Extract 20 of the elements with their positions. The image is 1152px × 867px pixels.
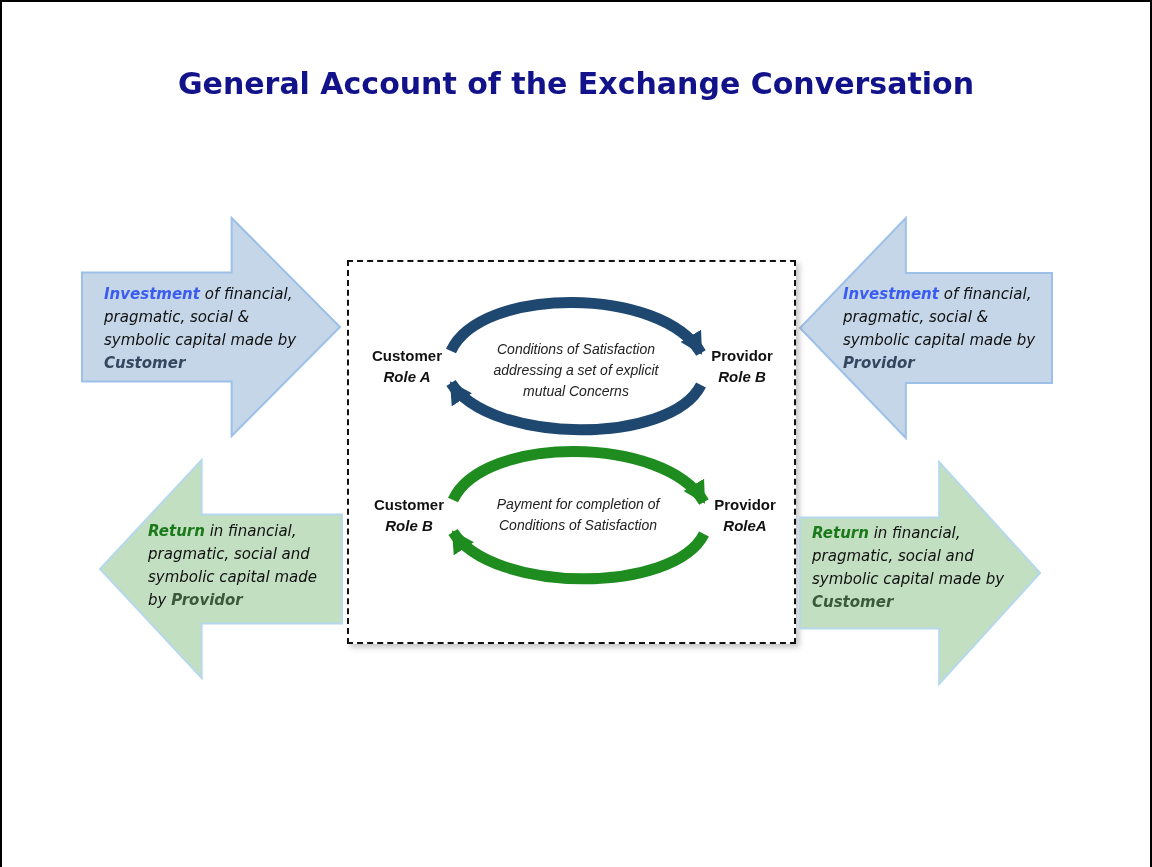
cycle-arrow <box>448 446 709 506</box>
role-name: Customer <box>371 346 443 366</box>
role-label: Role B <box>717 367 767 387</box>
role-label: Role A <box>382 367 432 387</box>
arrow-caption: Return in financial, pragmatic, social and symbolic capital made by Customer <box>812 523 1006 613</box>
role-label: RoleA <box>722 516 768 536</box>
cycle-caption: Conditions of Satisfaction addressing a set of explicit mutual Concerns <box>478 339 674 402</box>
arrow-caption: Investment of financial, pragmatic, social & symbolic capital made by Providor <box>843 284 1037 374</box>
dashed-frame <box>347 260 796 644</box>
arrow-caption: Investment of financial, pragmatic, social & symbolic capital made by Customer <box>104 284 298 374</box>
cycle-caption: Payment for completion of Conditions of Satisfaction <box>488 494 668 536</box>
role-label: Role B <box>384 516 434 536</box>
cycle-arrow <box>448 528 709 585</box>
role-name: Customer <box>373 495 445 515</box>
cycle-arrow <box>446 297 706 357</box>
role-name: Providor <box>713 495 777 515</box>
title: General Account of the Exchange Conversation <box>176 66 976 101</box>
cycle-arrow <box>446 379 706 436</box>
role-name: Providor <box>710 346 774 366</box>
arrow-caption: Return in financial, pragmatic, social and symbolic capital made by Providor <box>148 521 319 611</box>
